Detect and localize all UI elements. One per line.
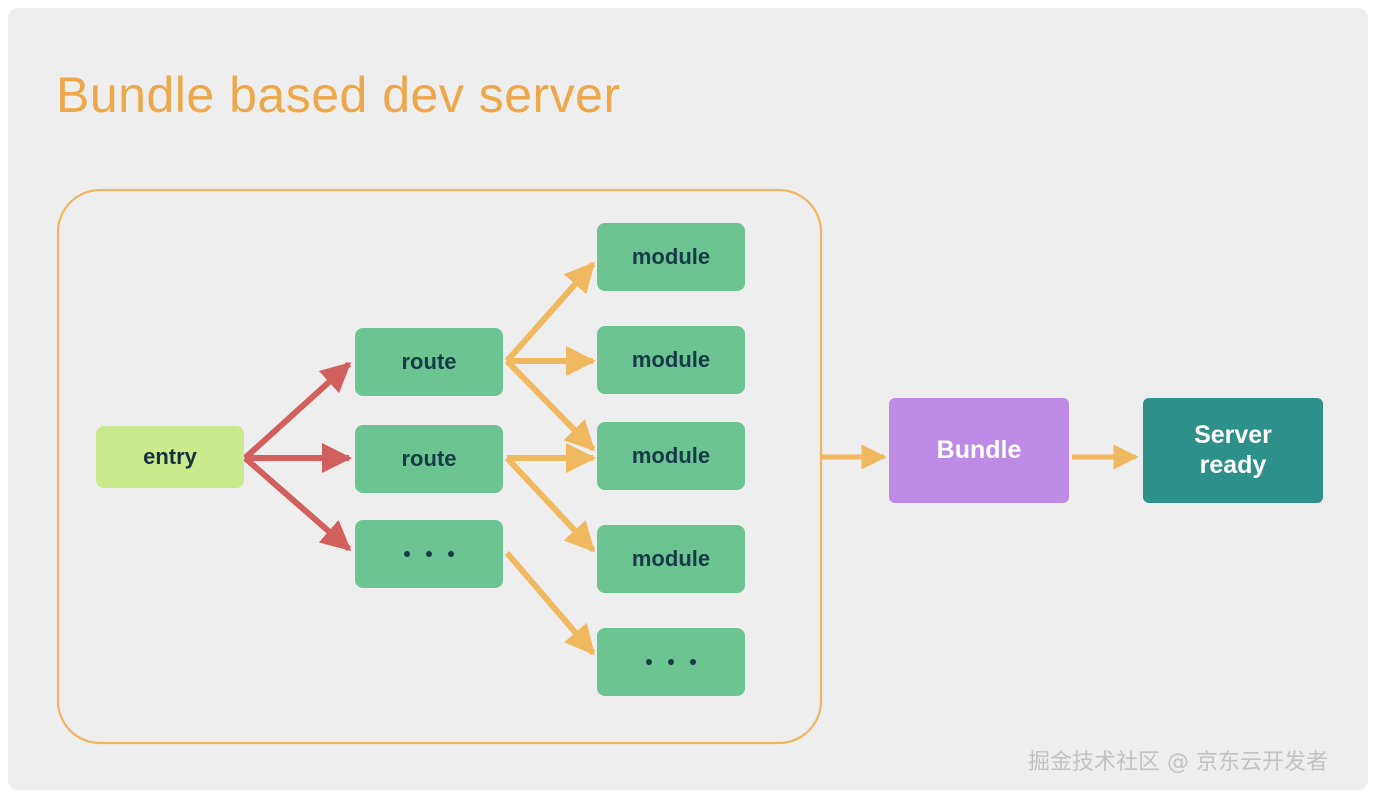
node-module-3[interactable]: module	[597, 422, 745, 490]
watermark: 掘金技术社区 @ 京东云开发者	[1028, 750, 1328, 775]
edge-entry-route-more	[243, 455, 352, 552]
node-module-1-label: module	[631, 244, 711, 270]
node-server-ready[interactable]: Server ready	[1143, 398, 1323, 503]
node-route-ellipsis-label	[404, 551, 454, 557]
node-module-2[interactable]: module	[597, 326, 745, 394]
edge-entry-route-1	[242, 361, 352, 461]
node-module-1[interactable]: module	[597, 223, 745, 291]
page-title: Bundle based dev server	[56, 67, 621, 123]
node-route-2-label: route	[401, 446, 457, 472]
node-route-2[interactable]: route	[355, 425, 503, 493]
edge-route-1-module-1	[504, 261, 596, 363]
node-module-3-label: module	[631, 443, 711, 469]
node-module-4-label: module	[631, 546, 711, 572]
node-server-ready-label: Server ready	[1194, 421, 1272, 479]
node-entry-label: entry	[143, 444, 197, 470]
node-module-4[interactable]: module	[597, 525, 745, 593]
edge-route-2-module-4	[504, 455, 596, 553]
node-module-ellipsis[interactable]	[597, 628, 745, 696]
node-bundle-label: Bundle	[936, 435, 1022, 464]
node-route-ellipsis[interactable]	[355, 520, 503, 588]
diagram-canvas: Bundle based dev server ent	[8, 8, 1368, 790]
node-bundle[interactable]: Bundle	[889, 398, 1069, 503]
edge-route-more-module-more	[504, 551, 596, 656]
node-module-ellipsis-label	[646, 659, 696, 665]
node-module-2-label: module	[631, 347, 711, 373]
node-route-1[interactable]: route	[355, 328, 503, 396]
edge-route-1-module-3	[504, 358, 596, 452]
node-route-1-label: route	[401, 349, 457, 375]
node-entry[interactable]: entry	[96, 426, 244, 488]
